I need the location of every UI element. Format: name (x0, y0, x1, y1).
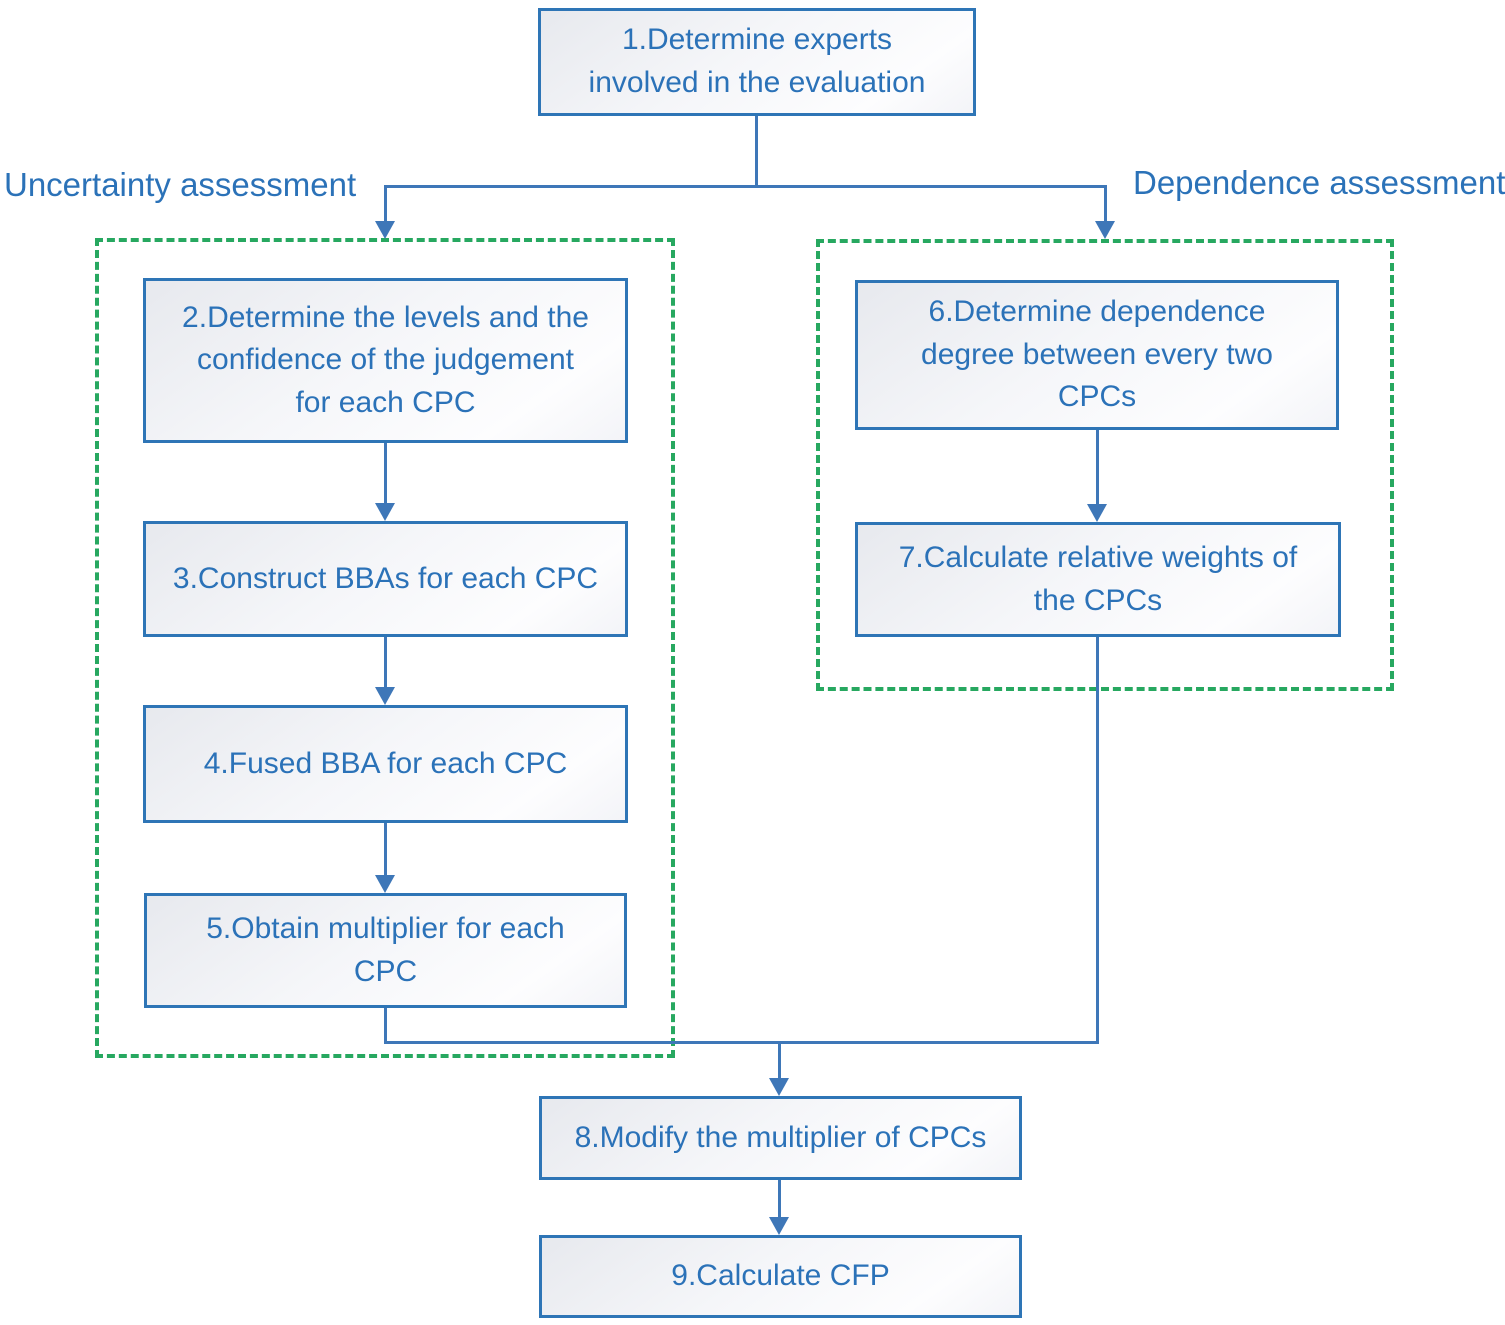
uncertainty-group-outline (95, 238, 675, 1058)
arrowhead-into-step5 (375, 875, 395, 893)
step-9-label: 9.Calculate CFP (671, 1259, 890, 1293)
step-8-box: 8.Modify the multiplier of CPCs (539, 1096, 1022, 1180)
arrowhead-into-step8 (769, 1078, 789, 1096)
step-5-box: 5.Obtain multiplier for each CPC (144, 893, 627, 1008)
step-4-label: 4.Fused BBA for each CPC (203, 746, 568, 780)
arrowhead-into-step4 (375, 687, 395, 705)
step-3-label: 3.Construct BBAs for each CPC (172, 561, 599, 595)
connector-step8-step9 (778, 1180, 781, 1218)
step-6-label: 6.Determine dependence degree between ev… (921, 295, 1273, 414)
uncertainty-group-label: Uncertainty assessment (4, 166, 357, 203)
connector-split-right-drop (1104, 185, 1107, 223)
step-7-label: 7.Calculate relative weights of the CPCs (898, 540, 1298, 617)
connector-split-horizontal (384, 185, 1106, 188)
connector-step7-down (1096, 637, 1099, 1044)
connector-step2-step3 (384, 442, 387, 504)
step-6-box: 6.Determine dependence degree between ev… (855, 280, 1339, 430)
arrowhead-into-dependence-group (1095, 221, 1115, 239)
step-5-label: 5.Obtain multiplier for each CPC (206, 911, 565, 988)
step-2-box: 2.Determine the levels and the confidenc… (143, 278, 628, 443)
connector-step6-step7 (1096, 430, 1099, 505)
arrowhead-into-step3 (375, 503, 395, 521)
connector-split-left-drop (384, 185, 387, 223)
connector-step3-step4 (384, 637, 387, 688)
step-3-box: 3.Construct BBAs for each CPC (143, 521, 628, 637)
step-9-box: 9.Calculate CFP (539, 1235, 1022, 1318)
step-1-box: 1.Determine experts involved in the eval… (538, 8, 976, 116)
step-1-label: 1.Determine experts involved in the eval… (588, 23, 926, 99)
connector-step4-step5 (384, 823, 387, 876)
dependence-group-outline (816, 239, 1394, 691)
dependence-group-label: Dependence assessment (1133, 164, 1505, 201)
connector-merge-step8 (778, 1041, 781, 1079)
step-7-box: 7.Calculate relative weights of the CPCs (855, 522, 1341, 637)
arrowhead-into-uncertainty-group (375, 221, 395, 239)
arrowhead-into-step9 (769, 1217, 789, 1235)
connector-step5-down (384, 1008, 387, 1044)
connector-step1-down (755, 115, 758, 188)
arrowhead-into-step7 (1087, 504, 1107, 522)
step-2-label: 2.Determine the levels and the confidenc… (182, 300, 589, 419)
step-4-box: 4.Fused BBA for each CPC (143, 705, 628, 823)
connector-merge-horizontal (384, 1041, 1099, 1044)
step-8-label: 8.Modify the multiplier of CPCs (574, 1120, 987, 1154)
